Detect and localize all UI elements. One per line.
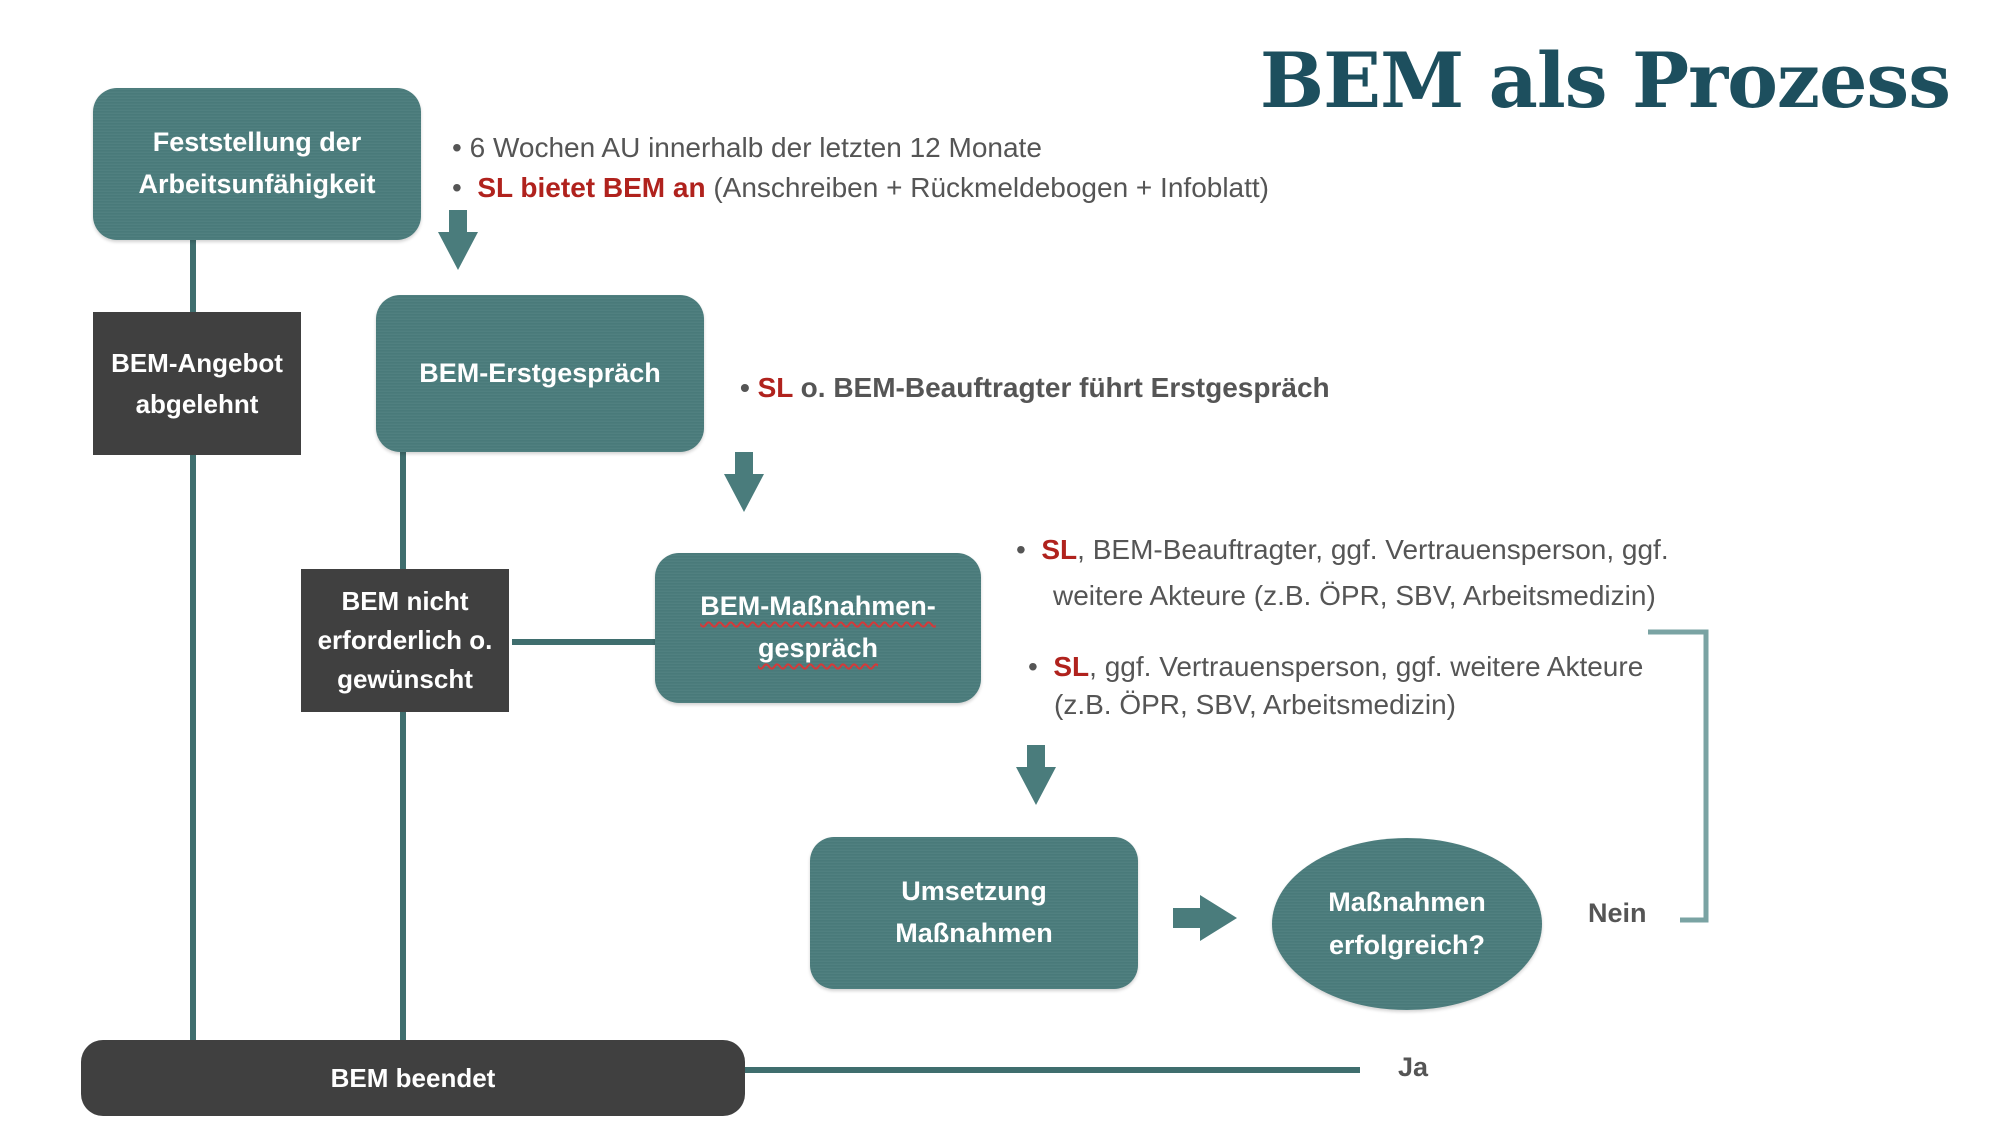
note-step1-bullet2-highlight: SL bietet BEM an <box>477 172 706 203</box>
box-nicht-line3: gewünscht <box>337 664 473 694</box>
note-step1-bullet1: • 6 Wochen AU innerhalb der letzten 12 M… <box>452 128 1269 168</box>
note-step1-bullet1-text: 6 Wochen AU innerhalb der letzten 12 Mon… <box>469 132 1042 163</box>
note-step3b-line2: (z.B. ÖPR, SBV, Arbeitsmedizin) <box>1028 686 1643 724</box>
box-beendet-label: BEM beendet <box>330 1062 496 1093</box>
box-feststellung-line2: Arbeitsunfähigkeit <box>138 169 376 199</box>
bullet-icon: • <box>452 132 462 163</box>
page-title: BEM als Prozess <box>1259 36 1951 125</box>
note-step3a-line2: weitere Akteure (z.B. ÖPR, SBV, Arbeitsm… <box>1016 573 1669 619</box>
box-umsetzung-line2: Maßnahmen <box>895 918 1053 948</box>
note-step2-highlight: SL <box>757 372 793 403</box>
note-step3a-text1: , BEM-Beauftragter, ggf. Vertrauensperso… <box>1077 534 1669 565</box>
arrow-down-2 <box>724 452 764 512</box>
notes-step3b: • SL, ggf. Vertrauensperson, ggf. weiter… <box>1028 648 1643 724</box>
box-bem-angebot-abgelehnt: BEM-Angebot abgelehnt <box>93 312 301 455</box>
box-abgelehnt-line2: abgelehnt <box>135 388 259 419</box>
box-umsetzung-line1: Umsetzung <box>901 876 1047 907</box>
box-massnahmen-line1: BEM-Maßnahmen- <box>700 591 936 622</box>
note-step2-bullet: • SL o. BEM-Beauftragter führt Erstgespr… <box>740 368 1330 408</box>
box-erstgespraech-label: BEM-Erstgespräch <box>419 357 661 388</box>
box-nicht-line1: BEM nicht <box>341 586 469 616</box>
note-step2-text: o. BEM-Beauftragter führt Erstgespräch <box>800 372 1330 403</box>
bullet-icon: • <box>1028 651 1038 682</box>
note-step3a-highlight: SL <box>1041 534 1078 565</box>
notes-step2: • SL o. BEM-Beauftragter führt Erstgespr… <box>740 368 1330 408</box>
notes-step3a: • SL, BEM-Beauftragter, ggf. Vertrauensp… <box>1016 527 1669 619</box>
bullet-icon: • <box>1016 534 1026 565</box>
note-step3b-line1: • SL, ggf. Vertrauensperson, ggf. weiter… <box>1028 648 1643 686</box>
box-umsetzung-massnahmen: Umsetzung Maßnahmen <box>810 837 1138 989</box>
note-step3b-highlight: SL <box>1053 651 1090 682</box>
box-massnahmen-line2: gespräch <box>757 633 879 663</box>
box-abgelehnt-line1: BEM-Angebot <box>111 348 283 379</box>
note-step3a-text2: weitere Akteure (z.B. ÖPR, SBV, Arbeitsm… <box>1053 580 1656 611</box>
box-feststellung-line1: Feststellung der <box>152 127 362 158</box>
bullet-icon: • <box>452 172 462 203</box>
decision-line2: erfolgreich? <box>1328 930 1486 960</box>
arrow-down-1 <box>438 210 478 270</box>
decision-label-nein: Nein <box>1588 898 1647 928</box>
note-step3b-text2: (z.B. ÖPR, SBV, Arbeitsmedizin) <box>1054 689 1456 720</box>
decision-massnahmen-erfolgreich: Maßnahmen erfolgreich? <box>1272 838 1542 1010</box>
note-step3b-text1: , ggf. Vertrauensperson, ggf. weitere Ak… <box>1089 651 1644 682</box>
box-bem-beendet: BEM beendet <box>81 1040 745 1116</box>
box-nicht-line2: erforderlich o. <box>317 625 493 655</box>
note-step1-bullet2: • SL bietet BEM an (Anschreiben + Rückme… <box>452 168 1269 208</box>
box-feststellung-arbeitsunfaehigkeit: Feststellung der Arbeitsunfähigkeit <box>93 88 421 240</box>
note-step3a-line1: • SL, BEM-Beauftragter, ggf. Vertrauensp… <box>1016 527 1669 573</box>
decision-line1: Maßnahmen <box>1328 886 1486 917</box>
box-bem-massnahmengespraech: BEM-Maßnahmen- gespräch <box>655 553 981 703</box>
notes-step1: • 6 Wochen AU innerhalb der letzten 12 M… <box>452 128 1269 208</box>
arrow-down-3 <box>1016 745 1056 805</box>
note-step1-bullet2-text: (Anschreiben + Rückmeldebogen + Infoblat… <box>713 172 1270 203</box>
box-bem-nicht-erforderlich: BEM nicht erforderlich o. gewünscht <box>301 569 509 712</box>
loop-bracket-nein <box>1648 629 1709 923</box>
arrow-right-umsetzung-to-erfolgreich <box>1173 895 1237 941</box>
bullet-icon: • <box>740 372 750 403</box>
decision-label-ja: Ja <box>1398 1052 1429 1082</box>
box-bem-erstgespraech: BEM-Erstgespräch <box>376 295 704 452</box>
